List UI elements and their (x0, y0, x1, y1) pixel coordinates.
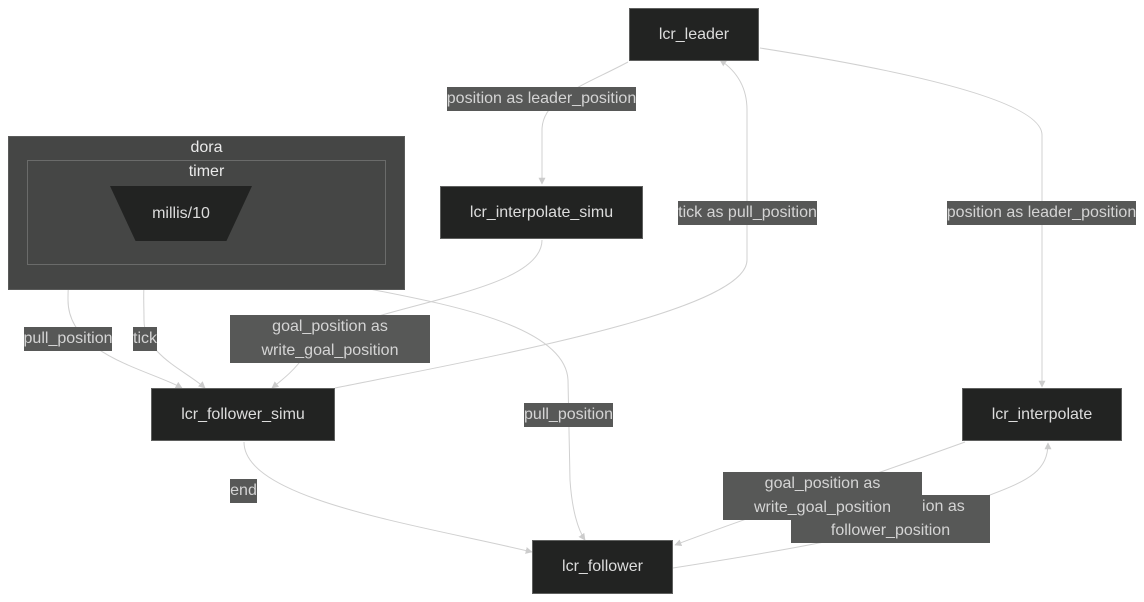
label-tick-to-leader: tick as pull_position (678, 201, 817, 225)
label-interp-simu-goal-line1: goal_position as (272, 318, 388, 335)
node-lcr-interpolate-simu[interactable]: lcr_interpolate_simu (440, 186, 643, 239)
label-timer-pull-simu: pull_position (24, 327, 112, 351)
node-lcr-follower[interactable]: lcr_follower (532, 540, 673, 594)
node-lcr-follower-simu[interactable]: lcr_follower_simu (151, 388, 335, 441)
label-interp-simu-goal-line2: write_goal_position (261, 342, 399, 359)
cluster-timer-title: timer (188, 163, 225, 180)
edge-leader-interp-simu (538, 61, 629, 185)
label-interp-simu-goal: goal_position as write_goal_position (230, 315, 430, 363)
label-interp-goal: goal_position as write_goal_position (723, 472, 922, 520)
node-lcr-leader[interactable]: lcr_leader (629, 8, 759, 61)
label-leader-to-interp: position as leader_position (947, 201, 1136, 225)
edge-leader-interp (759, 47, 1046, 388)
edge-tick-to-leader (334, 59, 748, 389)
timer-node-label: millis/10 (152, 204, 210, 222)
node-lcr-interpolate[interactable]: lcr_interpolate (962, 388, 1122, 441)
label-simu-end: end (230, 479, 257, 503)
label-follower-position-line2: follower_position (830, 522, 951, 539)
label-timer-tick-simu: tick (133, 327, 157, 351)
label-leader-to-interp-simu: position as leader_position (447, 87, 636, 111)
edge-simu-end-follower (243, 441, 533, 554)
cluster-dora-title: dora (190, 139, 223, 156)
timer-node-shape[interactable] (110, 186, 252, 241)
label-timer-pull-follower: pull_position (524, 403, 613, 427)
label-interp-goal-line1: goal_position as (764, 475, 881, 492)
label-interp-goal-line2: write_goal_position (754, 499, 891, 516)
